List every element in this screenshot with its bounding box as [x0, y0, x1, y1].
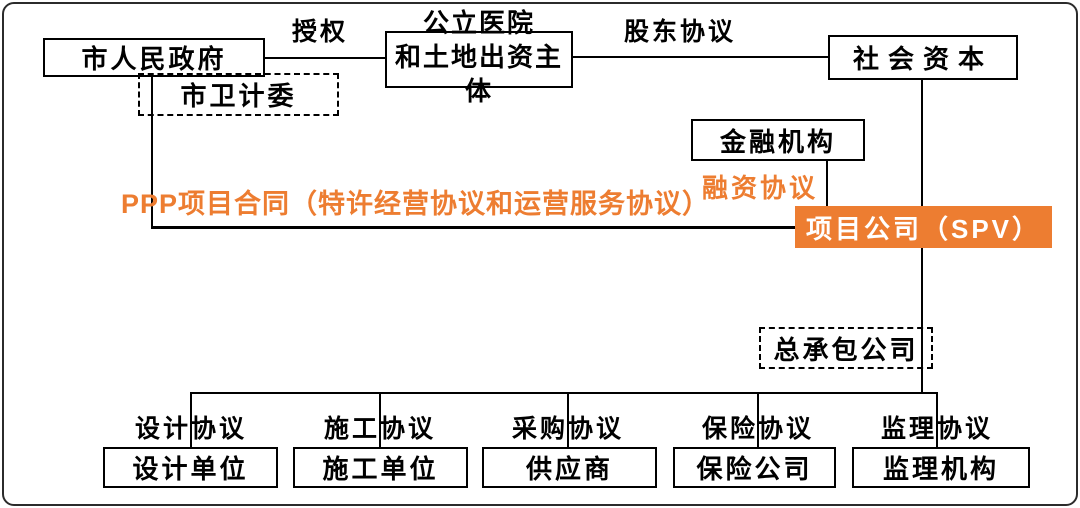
node-hospital-land-investor-label: 公立医院 和土地出资主 体 [385, 6, 573, 108]
label-procurement-agreement: 采购协议 [511, 415, 624, 443]
label-ppp-contract: PPP项目合同（特许经营协议和运营服务协议） [121, 189, 711, 219]
node-general-contractor: 总承包公司 [759, 327, 933, 369]
edge-authorization-line [265, 57, 385, 59]
node-construction-unit: 施工单位 [293, 447, 468, 488]
hospital-label-line2: 和土地出资主 [394, 42, 563, 72]
edge-government-down-line [151, 77, 153, 227]
edge-distribution-line [190, 392, 938, 394]
node-social-capital: 社会资本 [828, 35, 1018, 80]
edge-drop-supervision-line [936, 392, 938, 447]
edge-drop-construction-line [379, 392, 381, 447]
label-design-agreement: 设计协议 [134, 415, 247, 443]
node-hospital-land-investor-box [385, 31, 573, 88]
edge-drop-procurement-line [567, 392, 569, 447]
label-construction-agreement: 施工协议 [323, 415, 436, 443]
label-financing-agreement: 融资协议 [701, 173, 818, 203]
node-design-unit: 设计单位 [103, 447, 278, 488]
edge-ppp-contract-line [151, 226, 797, 229]
hospital-label-line3: 体 [464, 76, 493, 106]
node-supplier: 供应商 [482, 447, 657, 488]
hospital-label-line1: 公立医院 [422, 8, 535, 38]
label-shareholder-agreement: 股东协议 [623, 18, 736, 46]
node-supervision-agency: 监理机构 [852, 447, 1030, 488]
node-health-commission: 市卫计委 [138, 73, 339, 116]
label-authorization: 授权 [291, 18, 348, 46]
edge-drop-design-line [190, 392, 192, 447]
label-insurance-agreement: 保险协议 [701, 415, 814, 443]
edge-drop-insurance-line [757, 392, 759, 447]
node-spv: 项目公司（SPV） [795, 206, 1052, 248]
label-supervision-agreement: 监理协议 [880, 415, 993, 443]
edge-financing-line [826, 161, 828, 207]
node-financial-institution: 金融机构 [691, 119, 865, 161]
node-insurance-company: 保险公司 [673, 447, 836, 488]
edge-shareholder-line [573, 56, 829, 58]
node-government: 市人民政府 [43, 38, 265, 77]
